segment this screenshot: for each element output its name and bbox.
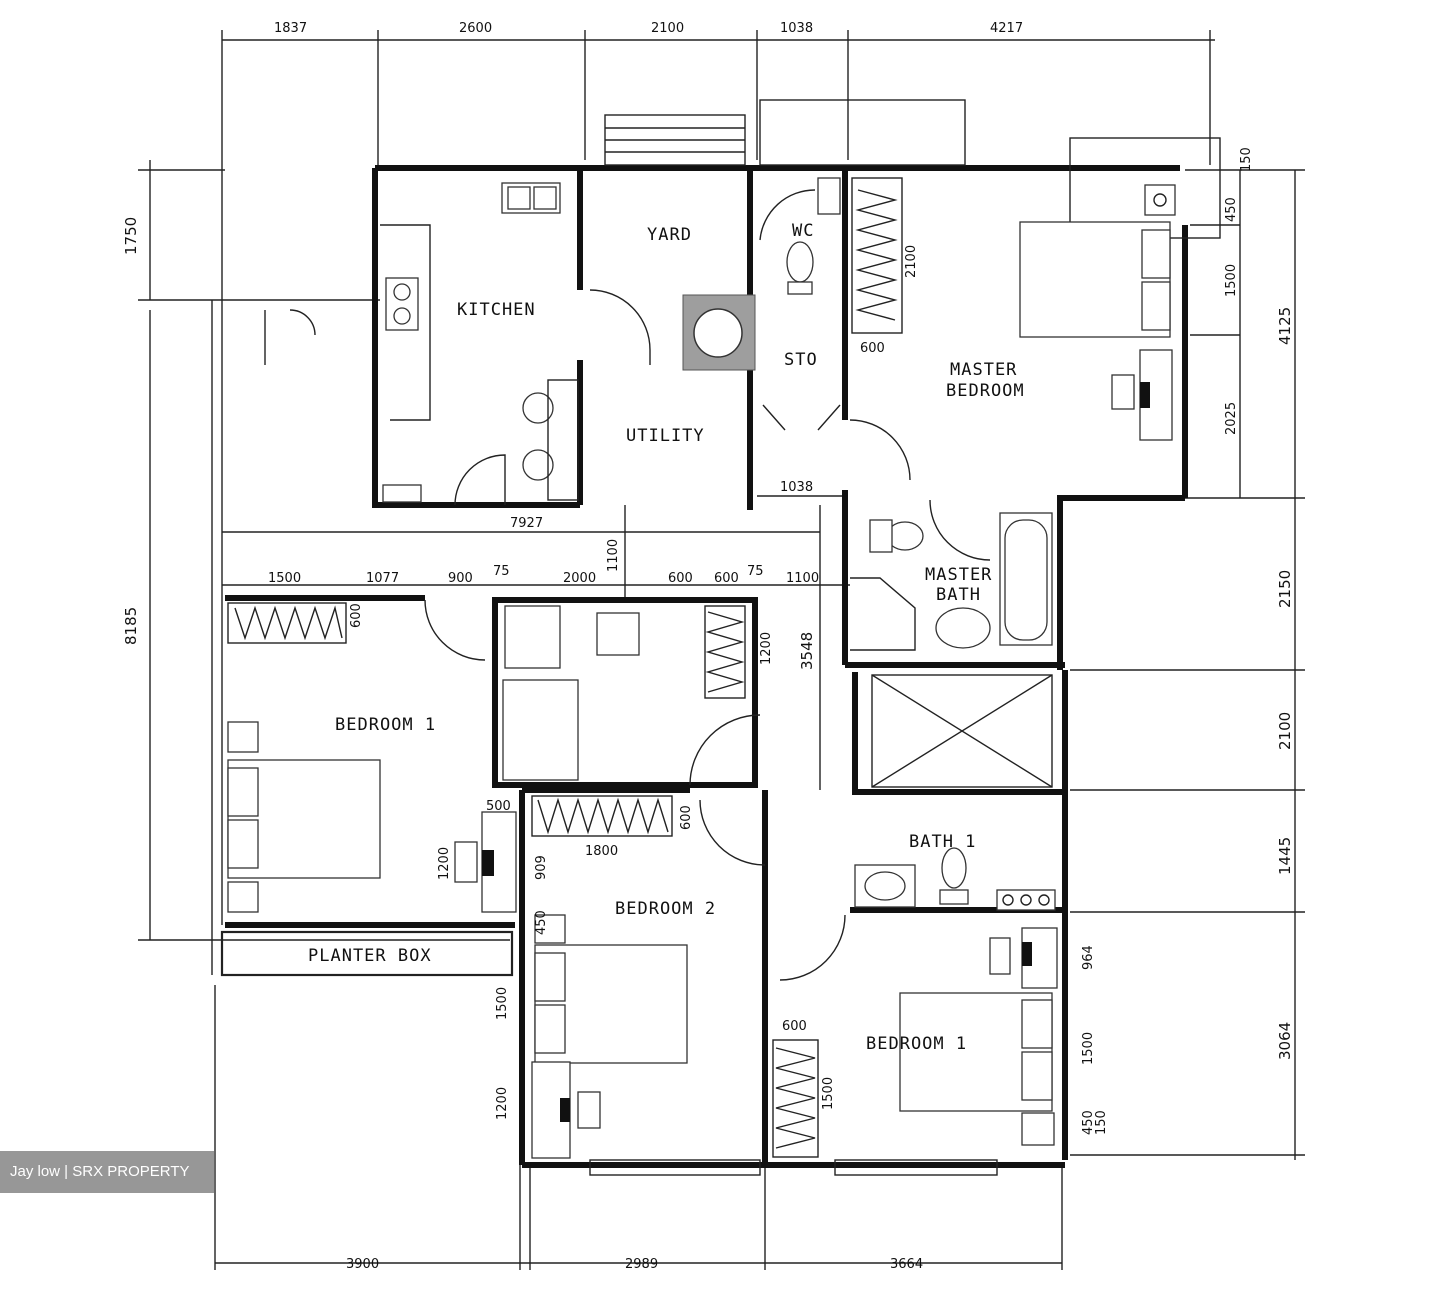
dim-bed1-150: 150 xyxy=(1094,1110,1109,1135)
dim-row-2000: 2000 xyxy=(563,571,596,586)
dim-right-2150: 2150 xyxy=(1276,570,1294,608)
dim-row-600b: 600 xyxy=(714,571,739,586)
dim-top-1837: 1837 xyxy=(274,21,307,36)
dim-master-2025: 2025 xyxy=(1224,402,1239,435)
room-sto: STO xyxy=(784,350,818,370)
dim-study-1200: 1200 xyxy=(759,632,774,665)
dim-right-1445: 1445 xyxy=(1276,837,1294,875)
dim-master-2100: 2100 xyxy=(904,245,919,278)
room-kitchen: KITCHEN xyxy=(457,300,536,320)
dim-bed2-1200: 1200 xyxy=(495,1087,510,1120)
room-utility: UTILITY xyxy=(626,426,705,446)
dim-left-1200: 1200 xyxy=(437,847,452,880)
room-bath-1: BATH 1 xyxy=(909,832,976,852)
dim-row-1500: 1500 xyxy=(268,571,301,586)
dim-left-8185: 8185 xyxy=(122,607,140,645)
dim-row-75a: 75 xyxy=(493,564,510,579)
dim-bed2-909: 909 xyxy=(534,855,549,880)
dim-row-900: 900 xyxy=(448,571,473,586)
dimension-texts: 1837 2600 2100 1038 4217 3900 2989 3664 … xyxy=(122,21,1294,1272)
dim-top-2100: 2100 xyxy=(651,21,684,36)
dim-bed1-1500b: 1500 xyxy=(1081,1032,1096,1065)
dim-left-1750: 1750 xyxy=(122,217,140,255)
dim-top-2600: 2600 xyxy=(459,21,492,36)
dim-left-500: 500 xyxy=(486,799,511,814)
dim-mid-1038: 1038 xyxy=(780,480,813,495)
furniture xyxy=(227,99,1221,1176)
dim-top-4217: 4217 xyxy=(990,21,1023,36)
room-wc: WC xyxy=(792,221,814,241)
dim-master-1500: 1500 xyxy=(1224,264,1239,297)
room-bedroom-left: BEDROOM 1 xyxy=(335,715,436,735)
room-master-bedroom-l1: MASTER xyxy=(950,360,1017,380)
dim-row-75b: 75 xyxy=(747,564,764,579)
room-yard: YARD xyxy=(647,225,692,245)
dim-bottom-3900: 3900 xyxy=(346,1257,379,1272)
dim-master-150: 150 xyxy=(1239,147,1254,172)
dim-row-1100: 1100 xyxy=(786,571,819,586)
dimension-lines xyxy=(138,30,1305,1270)
dim-bed1-1500a: 1500 xyxy=(821,1077,836,1110)
room-bedroom-2: BEDROOM 2 xyxy=(615,899,716,919)
dim-mid-1100: 1100 xyxy=(606,539,621,572)
room-master-bath-l2: BATH xyxy=(936,585,981,605)
dim-bed2-1500: 1500 xyxy=(495,987,510,1020)
room-bedroom-1: BEDROOM 1 xyxy=(866,1034,967,1054)
dim-row-1077: 1077 xyxy=(366,571,399,586)
dim-master-600: 600 xyxy=(860,341,885,356)
room-planter-box: PLANTER BOX xyxy=(308,946,432,966)
dim-bed1-450: 450 xyxy=(1081,1110,1096,1135)
dim-right-4125: 4125 xyxy=(1276,307,1294,345)
dim-right-3064: 3064 xyxy=(1276,1022,1294,1060)
watermark-label: Jay low | SRX PROPERTY xyxy=(0,1151,214,1193)
dim-master-450: 450 xyxy=(1224,197,1239,222)
dim-v-3548: 3548 xyxy=(798,632,816,670)
dim-bottom-3664: 3664 xyxy=(890,1257,923,1272)
dim-bed2-450: 450 xyxy=(534,910,549,935)
dim-bottom-2989: 2989 xyxy=(625,1257,658,1272)
dim-bed2-600: 600 xyxy=(679,805,694,830)
dim-bed2-1800: 1800 xyxy=(585,844,618,859)
dim-row-600a: 600 xyxy=(668,571,693,586)
room-labels: KITCHEN YARD WC STO UTILITY MASTER BEDRO… xyxy=(308,221,1025,1054)
door-swings xyxy=(264,189,991,981)
dim-bed1-600: 600 xyxy=(782,1019,807,1034)
room-master-bath-l1: MASTER xyxy=(925,565,992,585)
dim-mid-7927: 7927 xyxy=(510,516,543,531)
room-master-bedroom-l2: BEDROOM xyxy=(946,381,1025,401)
dim-top-1038: 1038 xyxy=(780,21,813,36)
dim-left-600: 600 xyxy=(349,603,364,628)
dim-bed1-964: 964 xyxy=(1081,945,1096,970)
dim-right-2100: 2100 xyxy=(1276,712,1294,750)
